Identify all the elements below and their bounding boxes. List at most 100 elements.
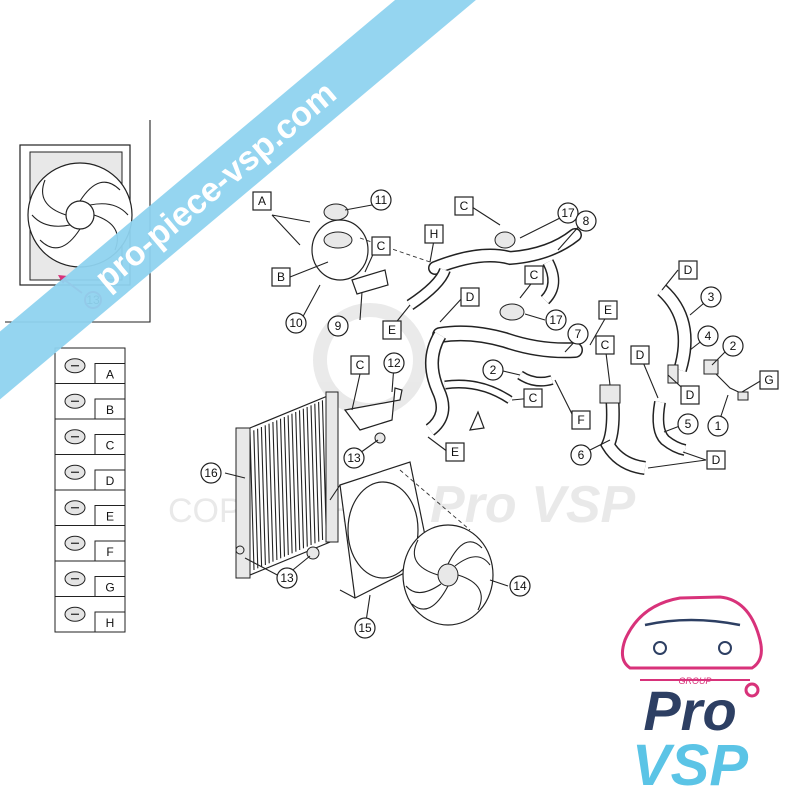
clamp-17-lower [499, 303, 525, 321]
legend-row-b: B [54, 383, 126, 420]
hose-clamp-icon [64, 464, 86, 480]
callout-number: 9 [327, 315, 349, 337]
callout-number: 11 [370, 189, 392, 211]
expansion-tank [311, 219, 369, 281]
callout-number-text: 11 [375, 193, 388, 207]
callout-letter: A [252, 191, 272, 211]
tank-neck [323, 231, 353, 249]
callout-letter: H [424, 224, 444, 244]
brand-logo: GROUP Pro VSP [620, 595, 763, 798]
mount-bottom-left [235, 545, 245, 555]
callout-letter: D [630, 345, 650, 365]
callout-letter-text: D [684, 263, 693, 277]
tank-hose [407, 268, 450, 309]
legend-row-c: C [54, 418, 126, 455]
callout-number-text: 2 [730, 339, 737, 353]
callout-number-text: 3 [708, 290, 715, 304]
callout-letter: G [759, 370, 779, 390]
callout-letter-text: E [604, 303, 612, 317]
legend-letter: D [106, 474, 115, 488]
callout-number: 6 [570, 444, 592, 466]
legend-letter: C [106, 439, 115, 453]
connector-icon [64, 571, 86, 587]
parts-drawing [235, 203, 749, 626]
callout-letter-text: G [764, 373, 773, 387]
callout-number: 3 [700, 286, 722, 308]
watermark-brand: Pro VSP [430, 476, 635, 534]
legend-row-h: H [54, 596, 126, 633]
washer-icon [64, 393, 86, 409]
radiator-hose [426, 332, 448, 435]
callout-letter: C [454, 196, 474, 216]
callout-letter-text: E [388, 323, 396, 337]
callout-letter-text: D [712, 453, 721, 467]
hose-6 [601, 394, 646, 474]
callout-number: 13 [343, 447, 365, 469]
shroud-opening [347, 481, 419, 579]
logo-headlight-right [718, 641, 732, 655]
callout-number: 5 [677, 413, 699, 435]
legend-row-f: F [54, 525, 126, 562]
callout-number: 17 [545, 309, 567, 331]
legend-letter: H [106, 616, 115, 630]
callout-number-text: 5 [685, 417, 692, 431]
band-clamp-icon [64, 500, 86, 516]
logo-headlight-left [653, 641, 667, 655]
callout-number-text: 17 [549, 313, 563, 327]
callout-number-text: 4 [705, 329, 712, 343]
callout-number: 10 [285, 312, 307, 334]
logo-car-windshield [644, 618, 741, 627]
callout-letter: E [382, 320, 402, 340]
legend-row-a: A [54, 347, 126, 384]
callout-number-text: 1 [715, 419, 722, 433]
logo-pro-text: Pro [643, 679, 736, 742]
tank-cap [323, 203, 349, 221]
callout-letter-text: C [377, 239, 386, 253]
callout-number: 16 [200, 462, 222, 484]
callout-letter: F [571, 410, 591, 430]
callout-letter: D [680, 385, 700, 405]
callout-number: 12 [383, 352, 405, 374]
cooling-fan [402, 524, 494, 626]
logo-group-text: GROUP [678, 676, 711, 686]
callout-letter-text: H [430, 227, 439, 241]
callout-letter: E [598, 300, 618, 320]
spring-clip [469, 410, 485, 431]
hose-5 [653, 401, 687, 455]
callout-letter-text: A [258, 194, 266, 208]
callout-number-text: 15 [358, 621, 372, 635]
hose-connector-4 [667, 364, 679, 384]
legend-letter: A [106, 368, 114, 382]
screw-icon [64, 429, 86, 445]
callout-letter-text: D [466, 290, 475, 304]
callout-letter: C [524, 265, 544, 285]
callout-letter-text: E [451, 445, 459, 459]
logo-car-outline [620, 595, 763, 670]
callout-number-text: 13 [347, 451, 361, 465]
callout-letter: D [706, 450, 726, 470]
logo-gear-icon [744, 682, 760, 698]
callout-number-text: 17 [561, 206, 575, 220]
callout-letter-text: D [636, 348, 645, 362]
radiator [235, 391, 339, 579]
inset-fan-hub [65, 200, 95, 230]
hose-8-down [541, 259, 558, 304]
legend-row-g: G [54, 560, 126, 597]
callout-number: 8 [575, 210, 597, 232]
callout-number-text: 12 [387, 356, 401, 370]
callout-number-text: 13 [280, 571, 294, 585]
callout-number: 2 [722, 335, 744, 357]
callout-letter-text: C [356, 358, 365, 372]
spring-clamp-icon [64, 535, 86, 551]
tank-bracket [351, 269, 389, 295]
legend-row-d: D [54, 454, 126, 491]
callout-letter: C [350, 355, 370, 375]
callout-letter: D [460, 287, 480, 307]
callout-number-text: 2 [490, 363, 497, 377]
callout-letter-text: C [529, 391, 538, 405]
upper-hose [429, 229, 581, 274]
bracket-12 [343, 387, 403, 431]
